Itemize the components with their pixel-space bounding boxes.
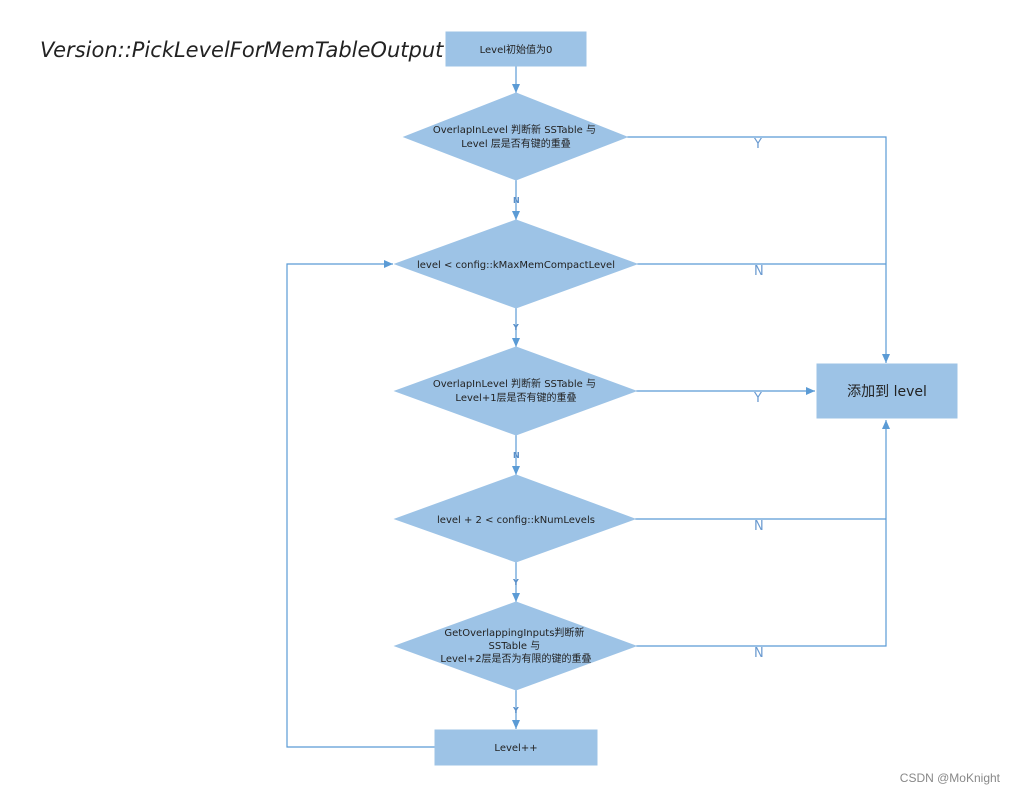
svg-text:Level初始值为0: Level初始值为0 xyxy=(480,43,553,56)
node-d3-line2: Level+1层是否有键的重叠 xyxy=(455,391,576,404)
label-d5-right: N xyxy=(754,646,764,661)
edge-d1-add xyxy=(627,136,890,363)
label-d3-down: N xyxy=(513,451,520,460)
label-d1-right: Y xyxy=(753,137,762,152)
node-start-text: Level初始值为0 xyxy=(480,43,553,56)
node-start: Level初始值为0 xyxy=(445,31,587,67)
edge-labels: N Y N Y Y Y N Y N N xyxy=(512,137,764,715)
node-add-text: 添加到 level xyxy=(847,384,927,400)
svg-text:OverlapInLevel 判断新 SSTable 与: OverlapInLevel 判断新 SSTable 与 Level 层是否有键… xyxy=(433,123,599,150)
node-d5-line1: GetOverlappingInputs判断新 xyxy=(444,626,584,639)
node-d5: GetOverlappingInputs判断新 SSTable 与 Level+… xyxy=(393,601,638,691)
svg-text:添加到 level: 添加到 level xyxy=(847,384,927,400)
node-d5-line3: Level+2层是否为有限的键的重叠 xyxy=(440,652,591,665)
node-add: 添加到 level xyxy=(816,363,958,419)
label-d4-right: N xyxy=(754,519,764,534)
node-d3: OverlapInLevel 判断新 SSTable 与 Level+1层是否有… xyxy=(393,346,638,436)
connectors xyxy=(286,66,890,748)
label-d1-down: N xyxy=(513,196,520,205)
svg-text:GetOverlappingInputs判断新: GetOverlappingInputs判断新 SSTable 与 Level+… xyxy=(440,626,591,665)
edge-d5-add xyxy=(636,420,890,647)
node-d1: OverlapInLevel 判断新 SSTable 与 Level 层是否有键… xyxy=(402,92,629,181)
label-d2-down: Y xyxy=(512,323,519,332)
node-d3-line1: OverlapInLevel 判断新 SSTable 与 xyxy=(433,377,596,390)
label-d4-down: Y xyxy=(512,578,519,587)
node-inc-text: Level++ xyxy=(494,743,537,754)
node-d2-line1: level < config::kMaxMemCompactLevel xyxy=(417,260,615,271)
node-d1-line1: OverlapInLevel 判断新 SSTable 与 xyxy=(433,123,596,136)
svg-text:level + 2 < config::kNumLevels: level + 2 < config::kNumLevels xyxy=(437,515,595,526)
svg-text:Level++: Level++ xyxy=(494,743,537,754)
svg-text:level < config::kMaxMemCompact: level < config::kMaxMemCompactLevel xyxy=(417,260,615,271)
node-d4-line1: level + 2 < config::kNumLevels xyxy=(437,515,595,526)
edge-inc-loop xyxy=(286,260,435,748)
node-d1-line2: Level 层是否有键的重叠 xyxy=(461,137,571,150)
svg-text:OverlapInLevel 判断新 SSTable 与: OverlapInLevel 判断新 SSTable 与 Level+1层是否有… xyxy=(433,377,599,404)
node-d2: level < config::kMaxMemCompactLevel xyxy=(393,219,639,309)
watermark: CSDN @MoKnight xyxy=(899,771,1000,785)
node-d4: level + 2 < config::kNumLevels xyxy=(393,474,637,563)
label-d2-right: N xyxy=(754,264,764,279)
node-d5-line2: SSTable 与 xyxy=(489,640,541,652)
node-inc: Level++ xyxy=(434,729,598,766)
diagram-title: Version::PickLevelForMemTableOutput xyxy=(40,38,444,62)
label-d3-right: Y xyxy=(753,391,762,406)
label-d5-down: Y xyxy=(512,706,519,715)
